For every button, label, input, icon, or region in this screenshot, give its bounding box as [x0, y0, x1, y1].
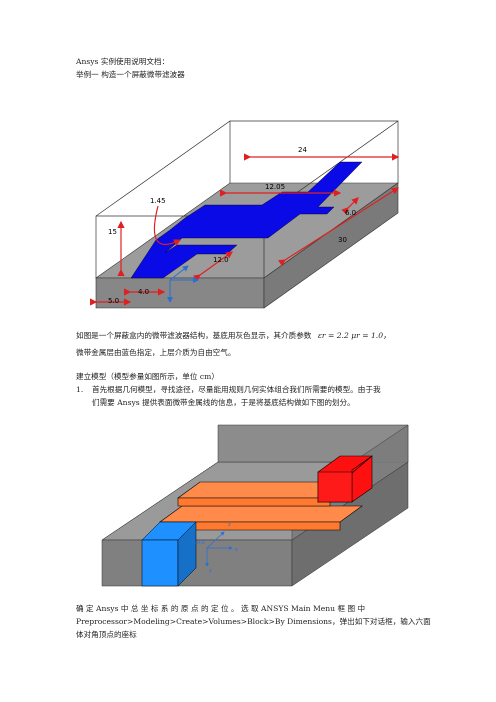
paragraph-3-line1: 确 定 Ansys 中 总 坐 标 系 的 原 点 的 定 位 。 选 取 AN…: [76, 604, 366, 613]
dim-12-05: 12.05: [265, 183, 285, 191]
figure-shielded-microstrip-filter: 24 12.05 1.45 6.0 30 15 12.0 4.0 5.0: [90, 120, 400, 309]
figure2-axes: [205, 531, 233, 567]
paragraph-3-line2: Preprocessor>Modeling>Create>Volumes>Blo…: [76, 617, 431, 626]
blue-block-right: [177, 521, 197, 587]
axis-label-z: z: [228, 522, 231, 528]
dim-4-0: 4.0: [138, 288, 149, 296]
dim-12-0: 12.0: [213, 256, 229, 264]
section-heading: 建立模型（模型参量如图所示，单位 cm）: [76, 372, 219, 381]
doc-title-line1: Ansys 实例使用说明文档：: [76, 57, 170, 66]
axis-label-x: x: [235, 547, 238, 553]
material-params: εr = 2.2 μr = 1.0，: [317, 331, 391, 340]
dim-1-45: 1.45: [150, 197, 166, 205]
step-1-line1: 首先根据几何模型，寻找途径，尽量能用规则几何实体组合我们所需要的模型。由于我: [92, 385, 381, 394]
paragraph-1-line2: 微带金属层由蓝色指定，上层介质为自由空气。: [76, 348, 236, 357]
paragraph-1-text: 如图是一个屏蔽盒内的微带滤波器结构，基底用灰色显示，其介质参数: [76, 331, 312, 340]
dim-6-0-right: 6.0: [345, 209, 356, 217]
blue-block-front: [141, 539, 179, 587]
substrate-front: [95, 277, 265, 309]
paragraph-1: 如图是一个屏蔽盒内的微带滤波器结构，基底用灰色显示，其介质参数 εr = 2.2…: [76, 330, 391, 341]
doc-title-line2: 举例一 构造一个屏蔽微带滤波器: [76, 70, 185, 79]
dim-5-0: 5.0: [108, 297, 119, 305]
paragraph-3-line3: 体对角顶点的座标: [76, 630, 137, 639]
step-1-number: 1.: [76, 385, 84, 394]
origin-label: 0.0.0: [192, 540, 205, 546]
dim-15: 15: [108, 228, 117, 236]
figure-block-partition: z 0.0.0 x y: [101, 424, 409, 587]
dimension-lines: [90, 153, 400, 306]
substrate-front-2: [101, 539, 293, 587]
dim-30: 30: [338, 236, 347, 244]
red-block-front: [317, 471, 353, 503]
axis-label-y: y: [209, 568, 212, 574]
dim-24: 24: [298, 146, 307, 154]
step-1-line2: 们需要 Ansys 提供表面微带金属线的信息，于是将基底结构做如下图的划分。: [92, 398, 355, 407]
coordinate-axes: [167, 265, 199, 303]
orange-block-2-front: [177, 497, 331, 507]
orange-block-1: [159, 505, 363, 523]
